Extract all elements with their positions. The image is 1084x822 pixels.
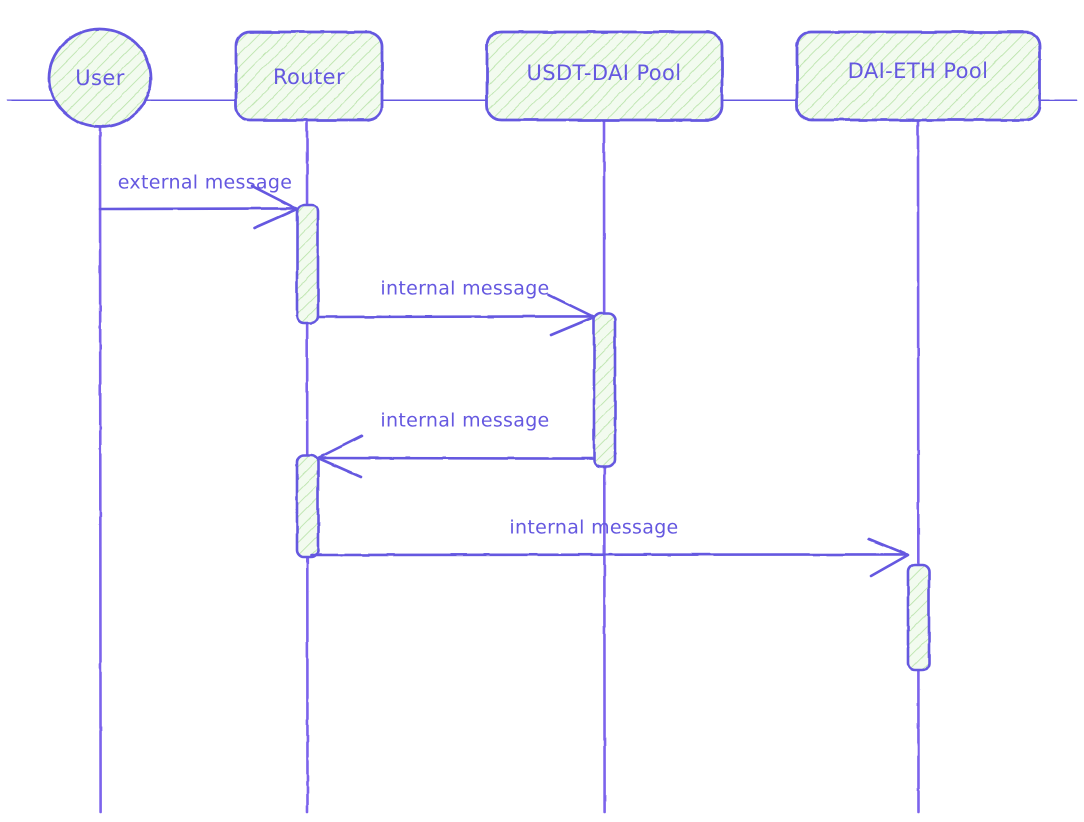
participant-label-router: Router [273, 65, 345, 89]
message-line-1 [98, 207, 298, 211]
dai-eth-pool-box [795, 30, 1042, 122]
lifelines-group [98, 118, 920, 814]
participant-label-usdt-dai-pool: USDT-DAI Pool [526, 61, 681, 85]
message-label-2: internal message [380, 278, 549, 300]
participant-label-dai-eth-pool: DAI-ETH Pool [848, 59, 989, 83]
message-internal-message-1[interactable]: internal message [316, 278, 596, 337]
user-actor-circle [47, 27, 153, 129]
message-line-3 [317, 456, 596, 460]
participant-router[interactable]: Router [234, 30, 384, 122]
message-label-3: internal message [380, 410, 549, 432]
router-box [234, 30, 384, 122]
message-label-1: external message [118, 172, 292, 194]
message-internal-message-3[interactable]: internal message [309, 517, 910, 578]
lifeline-dai-eth-pool [916, 118, 920, 814]
participant-user[interactable]: User [47, 27, 153, 129]
message-arrowhead-3 [316, 434, 364, 479]
message-line-2 [316, 315, 595, 319]
message-line-4 [309, 553, 909, 557]
message-arrowhead-4 [867, 537, 910, 578]
activation-bar-dai-eth-pool-1 [906, 563, 931, 672]
activation-bar-router-2 [295, 453, 320, 559]
message-arrowhead-1 [250, 184, 299, 230]
message-external-message[interactable]: external message [98, 172, 299, 230]
activation-bars-group [295, 203, 931, 672]
message-arrowhead-2 [547, 293, 596, 337]
participant-dai-eth-pool[interactable]: DAI-ETH Pool [795, 30, 1042, 122]
message-label-4: internal message [509, 517, 678, 539]
activation-bar-usdt-dai-pool-1 [592, 311, 617, 469]
usdt-dai-pool-box [485, 30, 724, 122]
participant-label-user: User [75, 66, 124, 90]
participant-usdt-dai-pool[interactable]: USDT-DAI Pool [485, 30, 724, 122]
activation-bar-router-1 [295, 203, 320, 325]
lifeline-user [98, 118, 102, 814]
message-internal-message-2[interactable]: internal message [316, 410, 596, 479]
